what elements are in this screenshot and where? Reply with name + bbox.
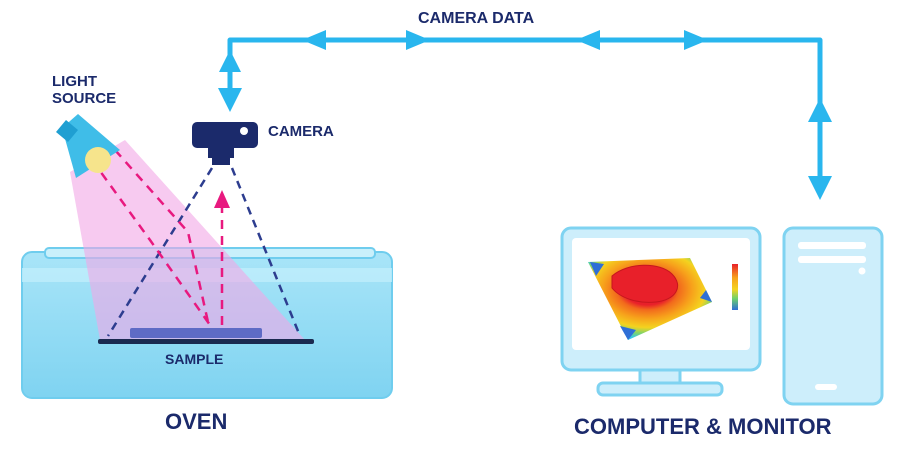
arrow-left-icon [302, 30, 326, 50]
arrow-up-icon [219, 50, 241, 72]
ray-arrow-up-icon [214, 190, 230, 208]
computer-tower-icon [782, 226, 884, 406]
sample [98, 328, 314, 344]
computer-monitor-label: COMPUTER & MONITOR [574, 414, 832, 439]
arrow-down-icon [808, 176, 832, 200]
light-source-lamp-icon [56, 114, 120, 178]
arrow-down-icon [218, 88, 242, 112]
sample-label: SAMPLE [165, 351, 224, 367]
oven-label: OVEN [165, 409, 228, 434]
light-source-label: LIGHT SOURCE [52, 73, 117, 107]
color-scale-icon [732, 264, 738, 310]
arrow-up-icon [808, 98, 832, 122]
arrow-right-icon [406, 30, 430, 50]
arrow-right-icon [684, 30, 708, 50]
light-beam [70, 140, 305, 340]
reflection-rays [90, 149, 224, 326]
camera-data-label: CAMERA DATA [418, 10, 535, 27]
heatmap-surface-icon [588, 258, 712, 340]
camera-icon [192, 122, 258, 165]
arrow-left-icon [576, 30, 600, 50]
camera-data-link [218, 30, 832, 200]
camera-label: CAMERA [268, 123, 334, 140]
